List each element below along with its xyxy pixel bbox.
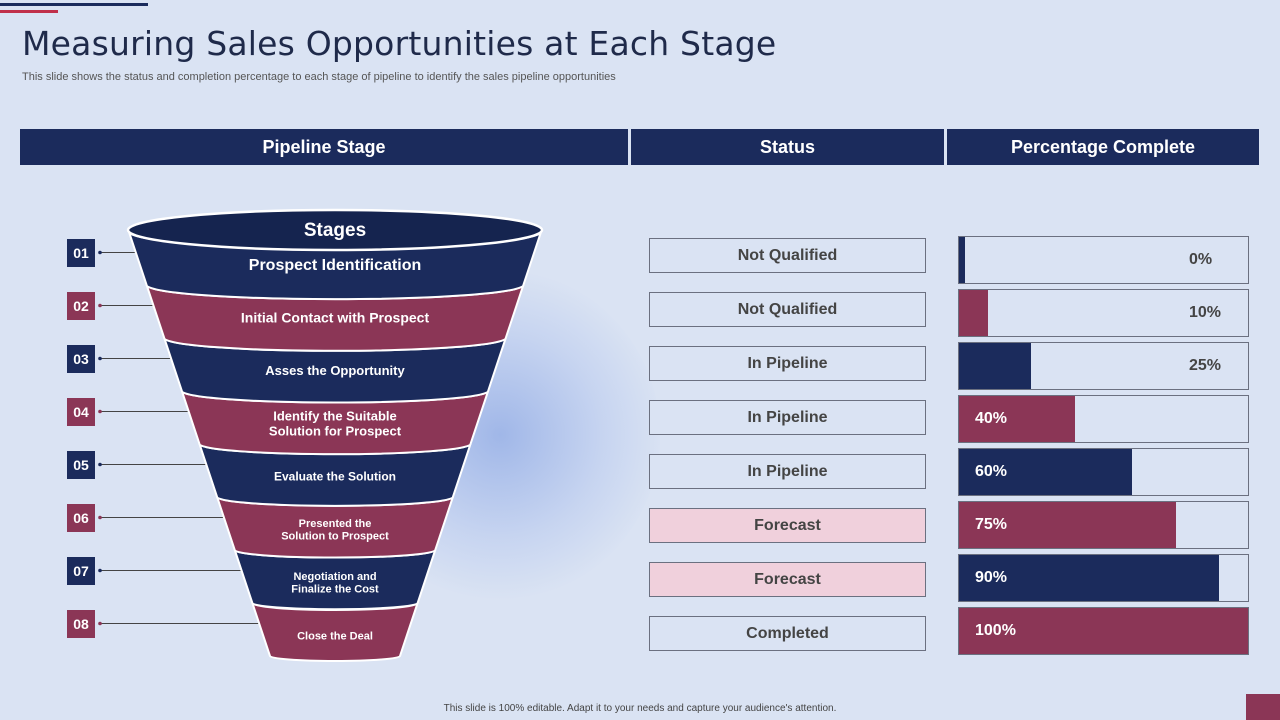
percent-label-07: 90% xyxy=(975,569,1008,586)
percent-bar-02: 10% xyxy=(958,289,1249,337)
percent-fill-08 xyxy=(959,608,1248,654)
funnel-label-01: Prospect Identification xyxy=(249,257,421,274)
page-title: Measuring Sales Opportunities at Each St… xyxy=(22,24,777,63)
percent-bar-01: 0% xyxy=(958,236,1249,284)
percent-fill-04 xyxy=(959,396,1075,442)
connector-dot-01 xyxy=(98,250,102,255)
stage-number-07: 07 xyxy=(67,556,95,585)
percent-label-06: 75% xyxy=(975,516,1008,533)
status-badge-08: Completed xyxy=(649,616,926,651)
percent-fill-02 xyxy=(959,290,988,336)
page-subtitle: This slide shows the status and completi… xyxy=(22,71,616,83)
stage-number-05: 05 xyxy=(67,450,95,479)
funnel-label-05: Evaluate the Solution xyxy=(274,470,396,484)
connector-dot-05 xyxy=(98,462,102,467)
funnel-label-08: Close the Deal xyxy=(297,630,373,642)
status-badge-03: In Pipeline xyxy=(649,346,926,381)
status-badge-01: Not Qualified xyxy=(649,238,926,273)
connector-dot-07 xyxy=(98,568,102,573)
footer-note: This slide is 100% editable. Adapt it to… xyxy=(443,703,837,714)
funnel-top-ellipse xyxy=(126,208,544,252)
percent-label-04: 40% xyxy=(975,410,1008,427)
status-badge-06: Forecast xyxy=(649,508,926,543)
header-percentage-complete: Percentage Complete xyxy=(947,129,1259,165)
percent-label-08: 100% xyxy=(975,622,1016,639)
percent-label-01: 0% xyxy=(1189,251,1213,268)
percent-bar-04: 40% xyxy=(958,395,1249,443)
stage-number-01: 01 xyxy=(67,238,95,267)
stage-number-02: 02 xyxy=(67,291,95,320)
stage-number-08: 08 xyxy=(67,609,95,638)
percent-label-05: 60% xyxy=(975,463,1008,480)
accent-bar-navy xyxy=(0,3,148,6)
status-badge-07: Forecast xyxy=(649,562,926,597)
accent-bar-red xyxy=(0,10,58,13)
percent-fill-01 xyxy=(959,237,965,283)
percent-fill-05 xyxy=(959,449,1133,495)
connector-dot-08 xyxy=(98,621,102,626)
percent-bar-06: 75% xyxy=(958,501,1249,549)
header-status: Status xyxy=(631,129,944,165)
status-badge-05: In Pipeline xyxy=(649,454,926,489)
percent-fill-07 xyxy=(959,555,1220,601)
stage-number-06: 06 xyxy=(67,503,95,532)
header-pipeline-stage: Pipeline Stage xyxy=(20,129,628,165)
percent-label-02: 10% xyxy=(1189,304,1222,321)
stage-number-03: 03 xyxy=(67,344,95,373)
funnel-title: Stages xyxy=(304,220,366,241)
percent-bar-08: 100% xyxy=(958,607,1249,655)
connector-dot-06 xyxy=(98,515,102,520)
connector-dot-04 xyxy=(98,409,102,414)
corner-accent xyxy=(1246,694,1280,720)
percent-bar-03: 25% xyxy=(958,342,1249,390)
status-badge-02: Not Qualified xyxy=(649,292,926,327)
percent-fill-03 xyxy=(959,343,1032,389)
funnel-label-03: Asses the Opportunity xyxy=(265,363,405,378)
funnel-label-02: Initial Contact with Prospect xyxy=(241,309,430,325)
percent-fill-06 xyxy=(959,502,1176,548)
percent-bar-07: 90% xyxy=(958,554,1249,602)
connector-dot-02 xyxy=(98,303,102,308)
connector-dot-03 xyxy=(98,356,102,361)
percent-bar-05: 60% xyxy=(958,448,1249,496)
stage-number-04: 04 xyxy=(67,397,95,426)
percent-label-03: 25% xyxy=(1189,357,1222,374)
status-badge-04: In Pipeline xyxy=(649,400,926,435)
